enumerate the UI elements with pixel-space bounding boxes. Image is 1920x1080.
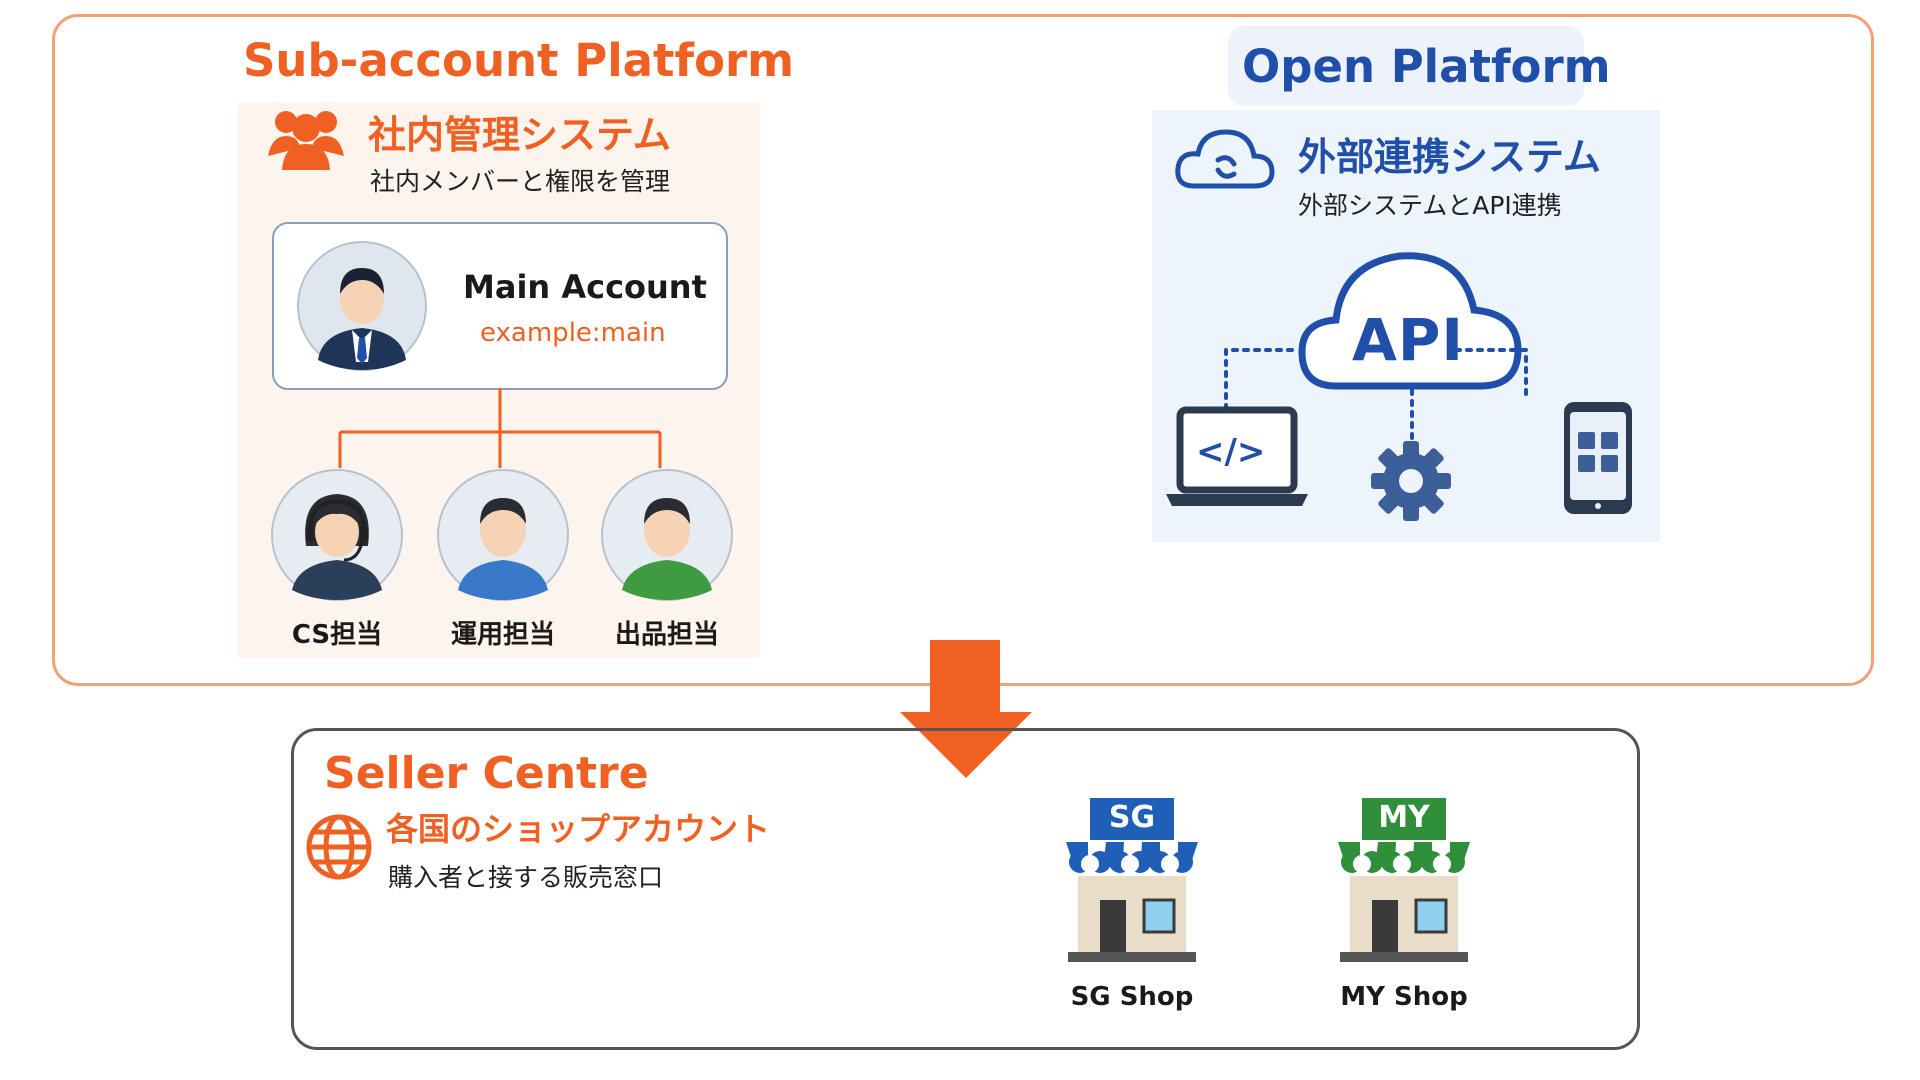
member-label: 運用担当 [450,620,555,650]
my-shop-label: MY Shop [1340,982,1468,1012]
open-platform-title: Open Platform [1242,40,1611,93]
api-dotted-connectors [1224,348,1528,442]
sg-shop-label: SG Shop [1070,982,1194,1012]
globe-icon [306,814,372,880]
sg-sign-label: SG [1108,800,1156,835]
member-label: 出品担当 [614,620,719,650]
main-account-id: example:main [480,318,666,348]
main-account-avatar [297,241,427,371]
sub-account-platform-title: Sub-account Platform [243,34,795,87]
my-sign-label: MY [1378,800,1430,835]
cloud-link-icon [1175,129,1275,189]
external-system-desc: 外部システムとAPI連携 [1298,191,1562,220]
my-shop-store-icon [1338,798,1470,962]
open-platform-title-bg [1228,26,1584,106]
operator-avatar [437,469,569,601]
smartphone-apps-icon [1564,402,1632,514]
external-system-title: 外部連携システム [1298,135,1601,179]
hierarchy-connectors [338,388,662,468]
gear-icon [1371,441,1451,521]
api-cloud-icon [1298,252,1522,390]
sg-shop-store-icon [1066,798,1198,962]
flow-down-arrow [900,640,1032,778]
member-label: CS担当 [291,620,383,650]
internal-system-title: 社内管理システム [368,113,671,157]
api-label: API [1352,306,1464,374]
seller-centre-container [291,728,1640,1050]
main-account-label: Main Account [463,268,707,306]
users-group-icon [268,111,344,170]
shop-accounts-desc: 購入者と接する販売窓口 [388,863,664,892]
code-label: </> [1196,432,1266,472]
internal-system-desc: 社内メンバーと権限を管理 [370,167,671,196]
shop-accounts-title: 各国のショップアカウント [386,810,771,848]
lister-avatar [601,469,733,601]
seller-centre-title: Seller Centre [324,748,649,799]
laptop-code-icon [1166,406,1308,506]
support-agent-avatar [271,469,403,601]
